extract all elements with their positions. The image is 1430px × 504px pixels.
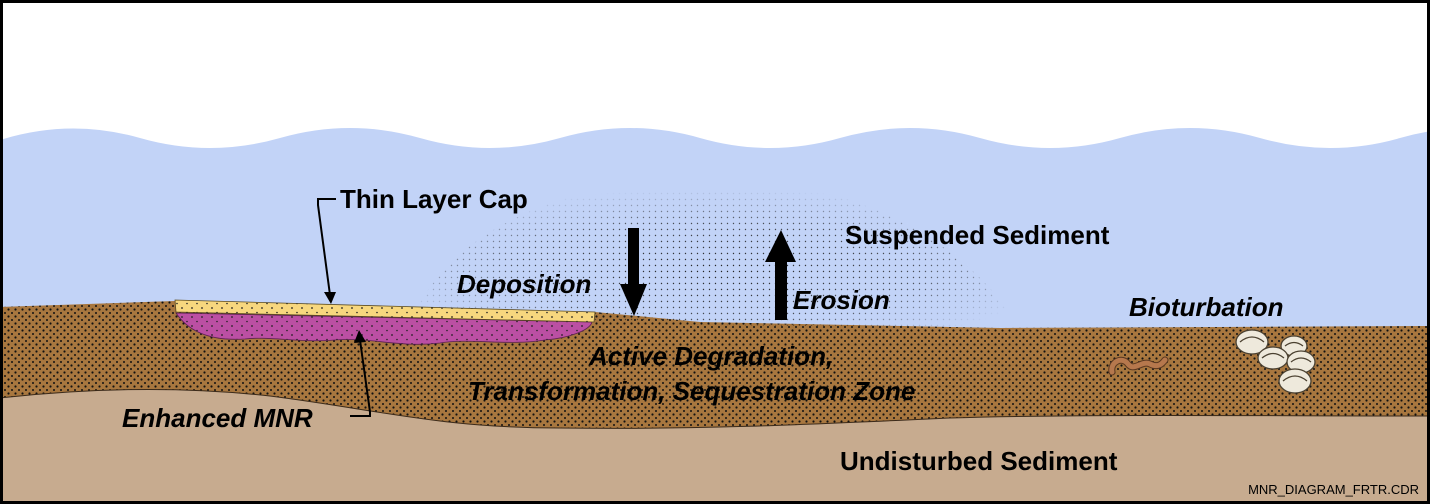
enhanced-mnr-leader xyxy=(350,330,371,417)
deposition-label: Deposition xyxy=(457,269,591,299)
active-zone-label-line1: Active Degradation, xyxy=(588,341,833,371)
suspended-sediment-cloud xyxy=(400,170,1040,330)
enhanced-mnr-label: Enhanced MNR xyxy=(122,403,313,433)
erosion-arrow-icon xyxy=(765,230,796,320)
file-id-label: MNR_DIAGRAM_FRTR.CDR xyxy=(1248,482,1419,497)
undisturbed-sediment-label: Undisturbed Sediment xyxy=(840,446,1118,476)
thin-layer-cap-leader xyxy=(317,198,336,304)
undisturbed-sediment-layer xyxy=(3,388,1427,501)
suspended-sediment-label: Suspended Sediment xyxy=(845,220,1110,250)
thin-layer-cap-label: Thin Layer Cap xyxy=(340,184,528,214)
enhanced-mnr-stipple xyxy=(176,313,592,345)
bioturbation-label: Bioturbation xyxy=(1129,292,1284,322)
thin-layer-cap-stipple xyxy=(175,300,595,322)
active-zone-label-line2: Transformation, Sequestration Zone xyxy=(468,376,915,406)
erosion-label: Erosion xyxy=(793,285,890,315)
worm-icon xyxy=(1108,356,1169,376)
clam-shell-icon xyxy=(1235,329,1316,394)
deposition-arrow-icon xyxy=(620,228,647,316)
